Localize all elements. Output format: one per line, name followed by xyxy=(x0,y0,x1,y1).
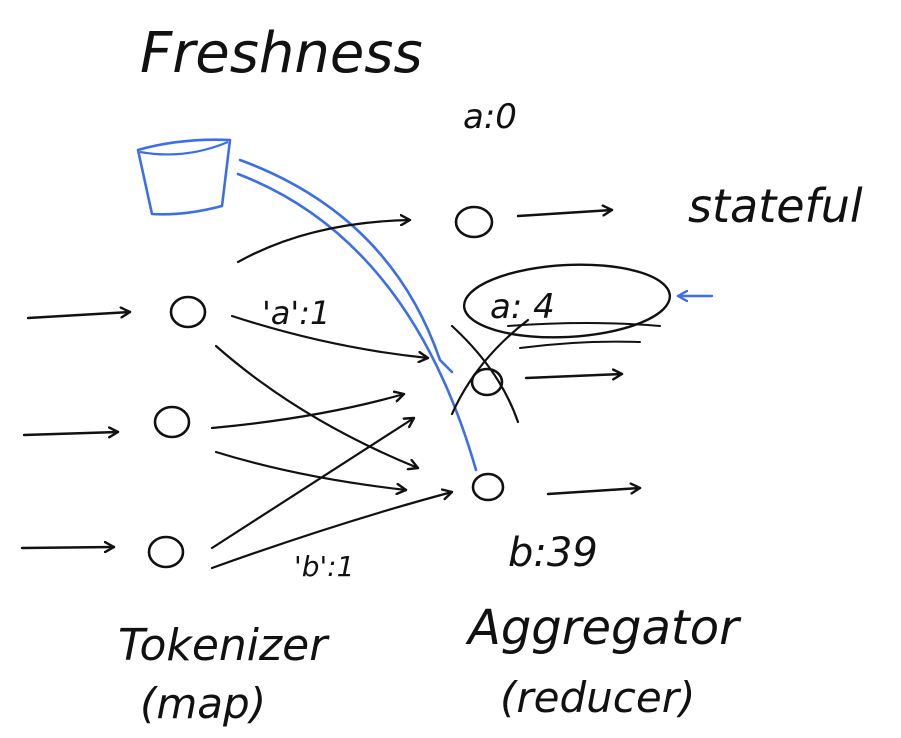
aggregator-node-middle xyxy=(470,367,504,397)
bucket-rim xyxy=(139,140,229,156)
output-arrow-top xyxy=(516,210,614,218)
tokenizer-node-2 xyxy=(153,405,191,439)
tokenizer-node-1 xyxy=(169,295,207,329)
cross-stroke-2 xyxy=(450,324,520,424)
strike-line-1 xyxy=(519,340,641,349)
aggregator-middle-state: a: 4 xyxy=(490,287,555,327)
aggregator-node-top xyxy=(454,205,494,239)
aggregator-label: Aggregator xyxy=(465,600,742,656)
state-store-bucket-icon xyxy=(136,138,232,216)
aggregator-node-bottom xyxy=(471,472,505,502)
edge-t2-a3 xyxy=(214,450,406,490)
input-arrow-1 xyxy=(26,312,132,320)
edge-t2-a2 xyxy=(210,394,404,430)
state-oval xyxy=(462,263,672,339)
input-arrow-2 xyxy=(22,432,120,435)
tokenizer-node-3 xyxy=(147,535,185,569)
edge-t3-a2 xyxy=(210,418,414,550)
output-arrow-middle xyxy=(524,374,624,378)
input-arrow-3 xyxy=(20,547,116,548)
title: Freshness xyxy=(140,21,423,86)
edge-label-a: 'a':1 xyxy=(262,294,330,332)
aggregator-bottom-state: b:39 xyxy=(508,530,598,576)
tokenizer-label: Tokenizer xyxy=(118,620,330,671)
strike-line-2 xyxy=(507,322,661,327)
freshness-curve-bottom xyxy=(236,172,478,472)
edge-label-b: 'b':1 xyxy=(294,550,354,583)
tokenizer-role-label: (map) xyxy=(140,679,266,728)
aggregator-role-label: (reducer) xyxy=(500,673,695,722)
edge-t1-a3 xyxy=(214,344,418,468)
aggregator-top-state: a:0 xyxy=(463,97,517,137)
cross-stroke-1 xyxy=(450,318,530,416)
stateful-label: stateful xyxy=(688,179,863,233)
edge-to-top-aggregator xyxy=(236,220,410,264)
freshness-curve-middle xyxy=(238,158,454,374)
edge-t1-a2 xyxy=(230,314,428,358)
output-arrow-bottom xyxy=(546,488,642,496)
edge-t3-a3 xyxy=(210,492,452,570)
